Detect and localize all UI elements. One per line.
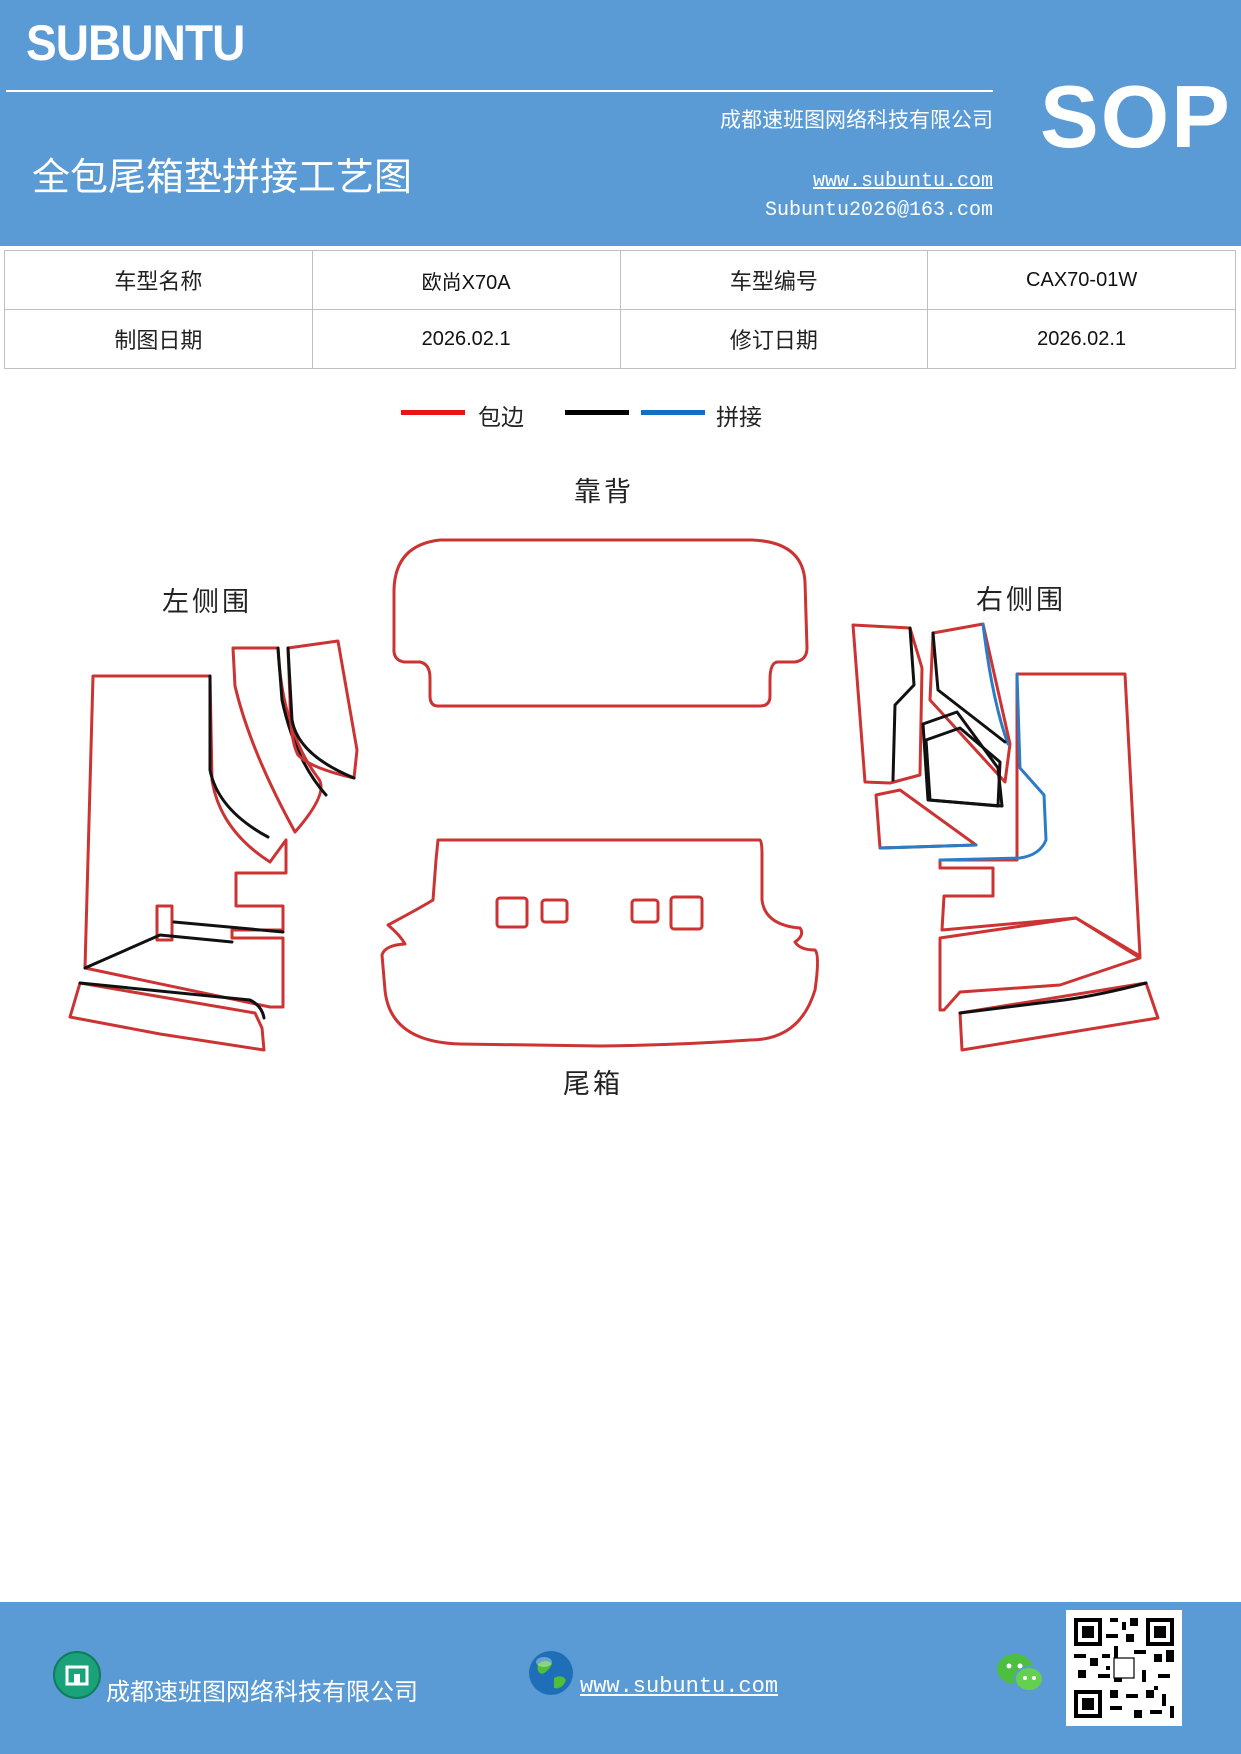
draw-date-label: 制图日期	[4, 309, 313, 369]
left-side-inner-seam	[208, 674, 270, 839]
trunk-piece	[380, 838, 819, 1048]
right-side-bottom-seam	[958, 981, 1148, 1015]
model-code-value: CAX70-01W	[927, 250, 1236, 310]
trunk-cutout	[669, 895, 704, 931]
right-side-corner-splice	[878, 843, 978, 850]
right-side-upper-strip	[928, 622, 1012, 784]
footer-company: 成都速班图网络科技有限公司	[106, 1678, 418, 1706]
wechat-icon	[997, 1654, 1044, 1692]
draw-date-value: 2026.02.1	[311, 309, 621, 369]
right-side-upper-splice	[981, 622, 1010, 746]
info-table: 车型名称 欧尚X70A 车型编号 CAX70-01W 制图日期 2026.02.…	[4, 250, 1236, 369]
table-row: 制图日期 2026.02.1 修订日期 2026.02.1	[4, 309, 1236, 369]
email-address: Subuntu2026@163.com	[764, 199, 993, 222]
left-side-lower-seam	[78, 981, 266, 1020]
legend-label-binding: 包边	[478, 405, 524, 431]
trunk-cutout	[495, 896, 529, 929]
globe-icon	[529, 1651, 573, 1695]
legend-swatch-splice	[641, 410, 705, 415]
trunk-cutout	[630, 898, 660, 924]
left-side-upper-seam	[286, 646, 356, 780]
backrest-piece	[392, 538, 809, 708]
header-banner: SUBUNTU 成都速班图网络科技有限公司 全包尾箱垫拼接工艺图 www.sub…	[0, 0, 1241, 246]
left-side-floor-seam	[83, 920, 285, 970]
right-side-corner-piece	[874, 788, 978, 850]
footer-website-link[interactable]: www.subuntu.com	[580, 1674, 779, 1699]
left-side-label: 左侧围	[162, 587, 252, 618]
document-title: 全包尾箱垫拼接工艺图	[32, 155, 413, 199]
legend: 包边 拼接	[0, 396, 1241, 436]
right-side-inner-piece	[924, 726, 1002, 808]
right-side-bottom-piece	[958, 981, 1160, 1052]
left-side-upper-piece	[286, 639, 359, 780]
legend-swatch-binding	[401, 410, 465, 415]
revision-date-value: 2026.02.1	[927, 309, 1236, 369]
table-row: 车型名称 欧尚X70A 车型编号 CAX70-01W	[4, 250, 1236, 310]
right-side-label: 右侧围	[976, 585, 1066, 616]
right-side-center-piece	[921, 710, 1004, 808]
company-name: 成都速班图网络科技有限公司	[720, 108, 993, 132]
left-side-insert-seam	[276, 646, 328, 797]
building-icon	[53, 1651, 101, 1699]
legend-label-splice: 拼接	[716, 405, 762, 431]
right-side-upper-seam	[931, 631, 1007, 744]
legend-swatch-seam	[565, 410, 629, 415]
header-divider	[6, 90, 993, 92]
brand-logo: SUBUNTU	[26, 15, 245, 71]
sop-badge: SOP	[1040, 67, 1232, 166]
revision-date-label: 修订日期	[619, 309, 929, 369]
website-link[interactable]: www.subuntu.com	[812, 170, 993, 193]
model-name-label: 车型名称	[4, 250, 313, 310]
left-side-lower-piece	[68, 981, 266, 1052]
trunk-cutout	[540, 898, 569, 924]
left-side-insert	[231, 646, 323, 834]
left-side-tab	[155, 904, 174, 942]
model-code-label: 车型编号	[619, 250, 929, 310]
qr-code	[1066, 1610, 1182, 1726]
right-side-left-seam	[891, 626, 916, 782]
trunk-label: 尾箱	[563, 1069, 623, 1100]
model-name-value: 欧尚X70A	[311, 250, 621, 310]
left-side-main-piece	[83, 674, 288, 1009]
backrest-label: 靠背	[574, 477, 634, 508]
right-side-lower-piece	[938, 916, 1142, 1012]
right-side-splice-seam	[938, 672, 1048, 862]
